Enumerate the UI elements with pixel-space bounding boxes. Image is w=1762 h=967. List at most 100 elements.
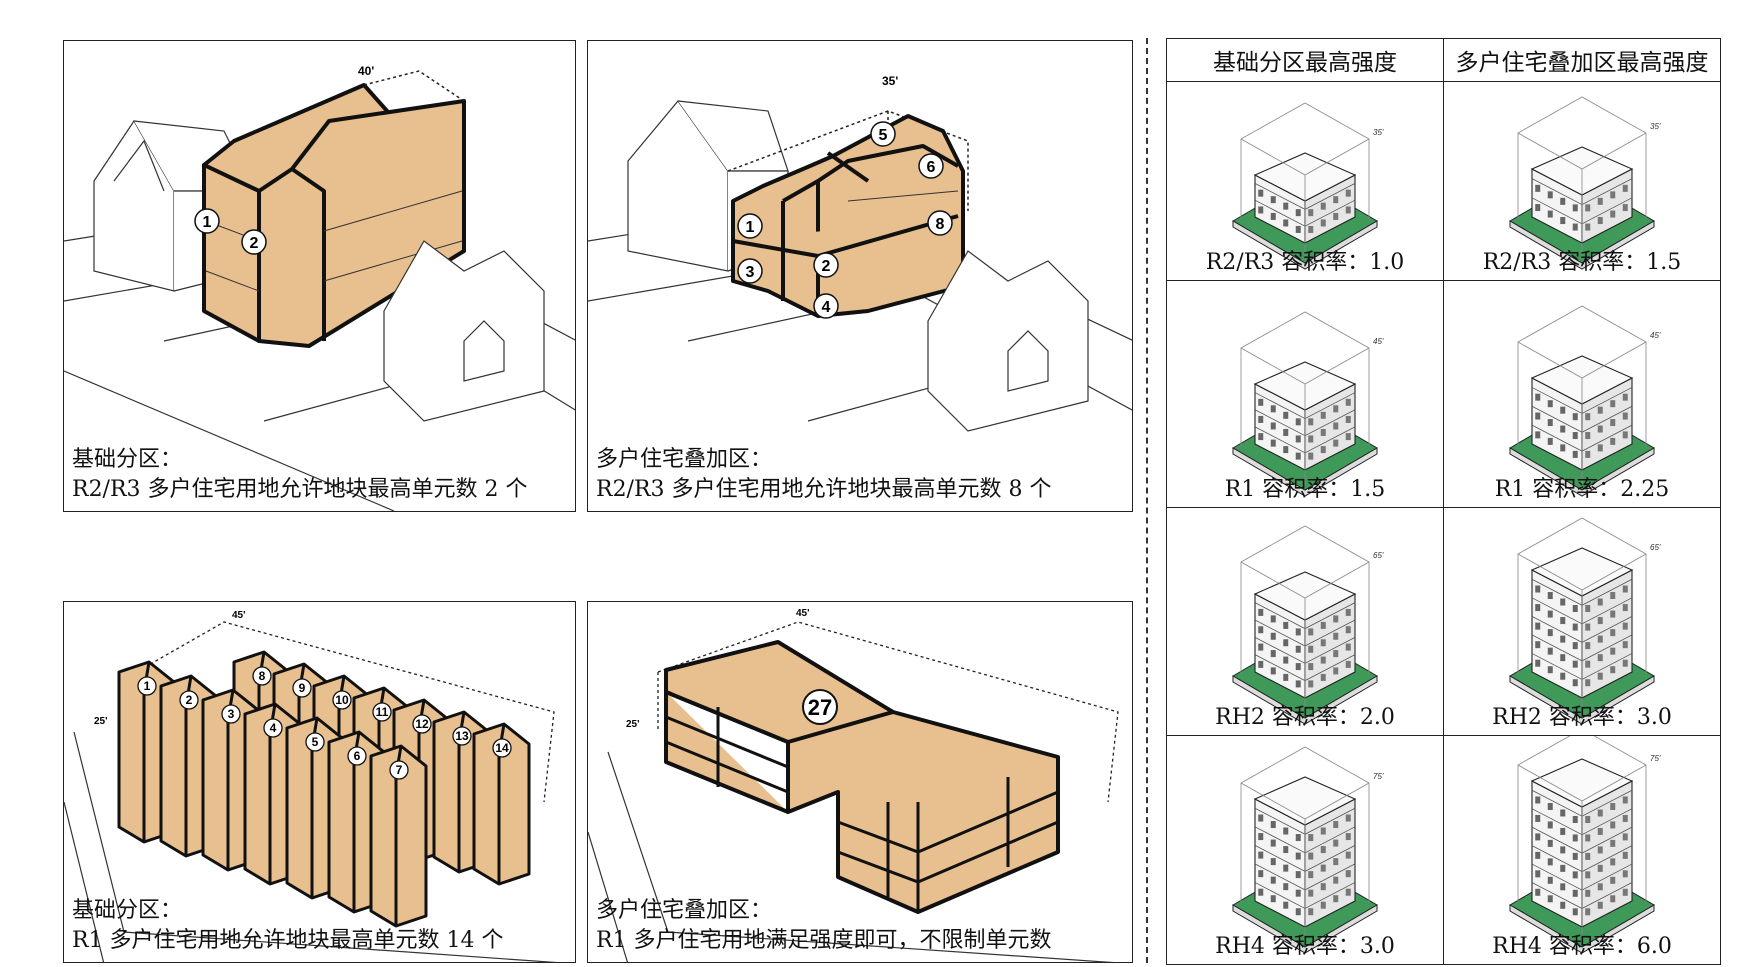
window — [1270, 615, 1276, 623]
window — [1585, 605, 1591, 613]
window — [1258, 660, 1264, 668]
window — [1258, 626, 1264, 634]
unit-badge — [305, 732, 325, 752]
window — [1560, 425, 1566, 433]
window — [1345, 626, 1351, 634]
window — [1610, 858, 1616, 866]
unit-badge — [347, 746, 367, 766]
window — [1547, 437, 1553, 445]
window — [1333, 212, 1339, 220]
table-cell-rh4-base: 75'RH4 容积率：3.0 — [1166, 735, 1444, 965]
window — [1258, 415, 1264, 423]
window — [1345, 206, 1351, 214]
envelope-wireframe — [1240, 311, 1370, 484]
window — [1283, 621, 1289, 629]
window — [1535, 641, 1541, 649]
window — [1308, 834, 1314, 842]
window — [1270, 212, 1276, 220]
window — [1283, 827, 1289, 835]
window — [1572, 679, 1578, 687]
unit-label: 1 — [203, 214, 212, 231]
building-illustration: 75' — [1232, 746, 1384, 954]
building-illustration: 35' — [1232, 102, 1384, 270]
table-cell-rh2-overlay: 65'RH2 容积率：3.0 — [1443, 507, 1721, 736]
window — [1283, 673, 1289, 681]
height-dim-tl: 40' — [358, 64, 374, 78]
window — [1333, 876, 1339, 884]
unit-label: 11 — [376, 705, 389, 719]
building-illustration: 45' — [1232, 311, 1384, 497]
far-label: R1 容积率：2.25 — [1494, 477, 1670, 502]
building-roof — [1530, 758, 1634, 808]
unit-label: 6 — [354, 749, 361, 763]
window — [1320, 411, 1326, 419]
window — [1572, 852, 1578, 860]
window — [1597, 654, 1603, 662]
window — [1295, 852, 1301, 860]
window — [1535, 659, 1541, 667]
window — [1572, 450, 1578, 458]
unit-label: 5 — [879, 127, 888, 144]
unit-label: 7 — [396, 763, 403, 777]
window — [1585, 450, 1591, 458]
unit-badge — [221, 704, 241, 724]
window — [1295, 871, 1301, 879]
window — [1597, 809, 1603, 817]
table-cell-rh2-base: 65'RH2 容积率：2.0 — [1166, 507, 1444, 736]
window — [1597, 864, 1603, 872]
window — [1320, 621, 1326, 629]
window — [1610, 610, 1616, 618]
window — [1320, 901, 1326, 909]
window — [1333, 858, 1339, 866]
window — [1295, 663, 1301, 671]
window — [1622, 204, 1628, 212]
window — [1345, 415, 1351, 423]
window — [1320, 883, 1326, 891]
window — [1535, 585, 1541, 593]
panel-caption: 多户住宅叠加区： R1 多户住宅用地满足强度即可，不限制单元数 — [596, 896, 1052, 956]
window — [1345, 814, 1351, 822]
window — [1597, 197, 1603, 205]
window — [1597, 883, 1603, 891]
window — [1622, 604, 1628, 612]
window — [1295, 435, 1301, 443]
table-cell-r1-overlay: 45'R1 容积率：2.25 — [1443, 280, 1721, 508]
panel-overlay-r2r3: 35' 1 2 3 4 5 6 — [587, 40, 1133, 512]
window — [1572, 908, 1578, 916]
window — [1547, 592, 1553, 600]
window — [1308, 852, 1314, 860]
window — [1270, 422, 1276, 430]
window — [1258, 833, 1264, 841]
window — [1270, 196, 1276, 204]
vertical-divider — [1146, 38, 1148, 963]
window — [1585, 852, 1591, 860]
panel-caption: 基础分区： R1 多户住宅用地允许地块最高单元数 14 个 — [72, 896, 504, 956]
window — [1610, 592, 1616, 600]
window — [1560, 672, 1566, 680]
unit-label: 27 — [808, 695, 832, 720]
window — [1258, 608, 1264, 616]
window — [1547, 210, 1553, 218]
table-cell-rh4-overlay: 75'RH4 容积率：6.0 — [1443, 735, 1721, 965]
window — [1610, 419, 1616, 427]
far-label: R1 容积率：1.5 — [1224, 477, 1386, 502]
window — [1258, 189, 1264, 197]
table-cell-r2r3-base: 35'R2/R3 容积率：1.0 — [1166, 81, 1444, 281]
window — [1535, 604, 1541, 612]
window — [1610, 802, 1616, 810]
unit-badge — [179, 690, 199, 710]
height-dim-bl-top: 45' — [232, 610, 246, 621]
window — [1622, 833, 1628, 841]
window — [1560, 444, 1566, 452]
window — [1333, 650, 1339, 658]
window — [1560, 197, 1566, 205]
window — [1308, 908, 1314, 916]
window — [1585, 679, 1591, 687]
window — [1333, 422, 1339, 430]
window — [1572, 623, 1578, 631]
far-comparison-table: 基础分区最高强度 多户住宅叠加区最高强度 35'R2/R3 容积率：1.0 35… — [1166, 38, 1721, 965]
window — [1535, 833, 1541, 841]
ground-edge — [1509, 220, 1655, 270]
window — [1547, 191, 1553, 199]
ground-edge — [1232, 220, 1378, 270]
